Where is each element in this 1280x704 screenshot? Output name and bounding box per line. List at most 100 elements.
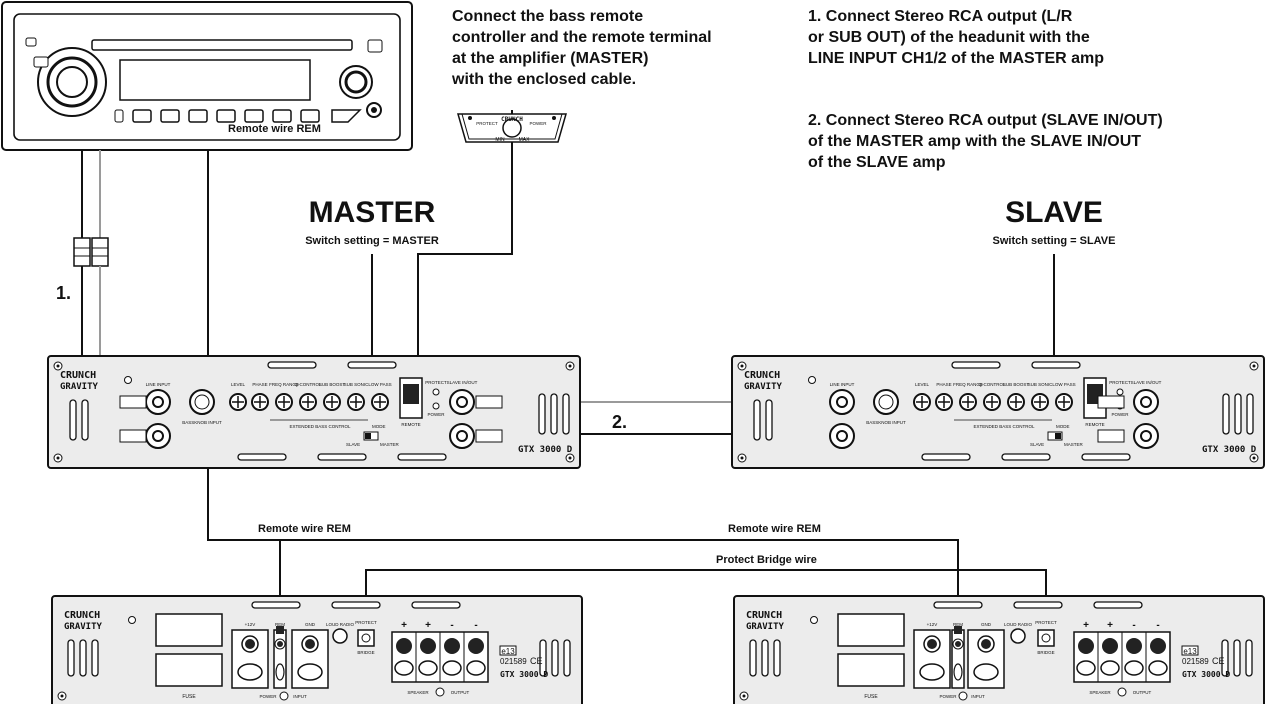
remote-wire-label-top: Remote wire REM [228, 123, 321, 135]
svg-text:POWER: POWER [939, 694, 957, 699]
svg-text:Q-CONTROL: Q-CONTROL [979, 382, 1006, 387]
svg-text:e13: e13 [501, 647, 515, 656]
step2-instructions: 2. Connect Stereo RCA output (SLAVE IN/O… [808, 112, 1167, 171]
preset-buttons [114, 109, 362, 123]
svg-text:Q-CONTROL: Q-CONTROL [295, 382, 322, 387]
svg-text:MASTER: MASTER [1064, 442, 1084, 447]
svg-text:PROTECT: PROTECT [1035, 620, 1057, 625]
volume-knob-icon [37, 47, 107, 117]
svg-text:OUTPUT: OUTPUT [451, 690, 470, 695]
remote-max-label: MAX [519, 137, 531, 143]
svg-text:+: + [401, 620, 407, 631]
slave-fuse-block: FUSE [837, 613, 905, 700]
loud-radio-knob: LOUD RADIO [326, 622, 355, 644]
protect-bridge-label: Protect Bridge wire [716, 554, 817, 566]
svg-text:SLAVE: SLAVE [346, 442, 360, 447]
slave-amp-front: CRUNCH GRAVITY LINE INPUT BASSKNOB INPUT… [731, 355, 1265, 469]
svg-text:LINE INPUT: LINE INPUT [830, 382, 855, 387]
svg-text:e13: e13 [1183, 647, 1197, 656]
svg-text:LOW PASS: LOW PASS [1052, 382, 1075, 387]
remote-wire-label-left: Remote wire REM [258, 523, 351, 535]
svg-text:SPEAKER: SPEAKER [407, 690, 429, 695]
svg-text:CRUNCH: CRUNCH [746, 610, 782, 621]
svg-text:SLAVE: SLAVE [1030, 442, 1044, 447]
slave-line-input-jacks [829, 389, 855, 449]
svg-text:BRIDGE: BRIDGE [357, 650, 374, 655]
svg-text:PHASE: PHASE [252, 382, 267, 387]
extended-bass-label: EXTENDED BASS CONTROL [289, 424, 351, 429]
svg-text:POWER: POWER [1111, 412, 1129, 417]
svg-text:EXTENDED BASS CONTROL: EXTENDED BASS CONTROL [973, 424, 1035, 429]
svg-text:GRAVITY: GRAVITY [746, 622, 785, 632]
svg-text:+: + [425, 620, 431, 631]
slave-bass-knob-input [873, 389, 899, 415]
svg-text:OUTPUT: OUTPUT [1133, 690, 1152, 695]
svg-text:LEVEL: LEVEL [231, 382, 246, 387]
slave-power-terminals: +12V REM GND POWER INPUT [913, 622, 1005, 701]
svg-text:REMOTE: REMOTE [1085, 422, 1104, 427]
svg-text:021589: 021589 [1182, 657, 1209, 666]
svg-text:SLAVE IN/OUT: SLAVE IN/OUT [1131, 380, 1162, 385]
power-led-label: POWER [427, 412, 445, 417]
head-unit [1, 1, 413, 151]
master-amp-rear: CRUNCH GRAVITY FUSE +12V REM GND [51, 595, 583, 704]
svg-text:GRAVITY: GRAVITY [744, 382, 783, 392]
protect-bridge-terminal: PROTECT BRIDGE [355, 620, 377, 655]
remote-brand: CRUNCH [501, 116, 523, 123]
svg-text:BRIDGE: BRIDGE [1037, 650, 1054, 655]
svg-text:-: - [1132, 620, 1135, 631]
svg-text:LEVEL: LEVEL [915, 382, 930, 387]
svg-text:PROTECT: PROTECT [355, 620, 377, 625]
remote-wire-label-right: Remote wire REM [728, 523, 821, 535]
svg-text:FUSE: FUSE [864, 694, 878, 700]
svg-text:-: - [450, 620, 453, 631]
bass-remote-cable [417, 110, 513, 370]
remote-min-label: MIN [495, 137, 505, 143]
svg-text:FREQ RANGE: FREQ RANGE [953, 382, 983, 387]
svg-text:MODE: MODE [1056, 424, 1070, 429]
bass-input-label: BASSKNOB INPUT [182, 420, 222, 425]
remote-instructions: Connect the bass remote controller and t… [451, 8, 716, 88]
svg-text:SPEAKER: SPEAKER [1089, 690, 1111, 695]
svg-text:SUB BOOST: SUB BOOST [319, 382, 346, 387]
svg-text:CRUNCH: CRUNCH [744, 370, 780, 381]
svg-text:+: + [1107, 620, 1113, 631]
amp-brand-sub: GRAVITY [60, 382, 99, 392]
remote-power-label: POWER [529, 121, 547, 126]
svg-text:+12V: +12V [245, 622, 256, 627]
slave-protect-bridge-terminal: PROTECT BRIDGE [1035, 620, 1057, 655]
amp-brand: CRUNCH [60, 370, 96, 381]
svg-text:REM: REM [953, 622, 963, 627]
svg-text:FREQ RANGE: FREQ RANGE [269, 382, 299, 387]
bass-knob-input [189, 389, 215, 415]
slave-in-out-jacks-slave [1133, 389, 1159, 449]
remote-port [399, 377, 423, 419]
svg-text:GND: GND [981, 622, 992, 627]
svg-text:BASSKNOB INPUT: BASSKNOB INPUT [866, 420, 906, 425]
svg-text:INPUT: INPUT [293, 694, 307, 699]
step-marker-1: 1. [56, 283, 71, 303]
cert-label: e13 021589 CE [499, 645, 543, 666]
slave-switch-label: Switch setting = SLAVE [993, 235, 1116, 247]
svg-text:GTX 3000 D: GTX 3000 D [1182, 670, 1230, 679]
step-marker-2: 2. [612, 412, 627, 432]
svg-text:SUB SONIC: SUB SONIC [344, 382, 370, 387]
amp-model: GTX 3000 D [518, 445, 573, 455]
svg-text:LOW PASS: LOW PASS [368, 382, 391, 387]
fuse-block: FUSE [155, 613, 223, 700]
svg-text:INPUT: INPUT [971, 694, 985, 699]
master-switch-label: Switch setting = MASTER [305, 235, 439, 247]
line-input-label: LINE INPUT [146, 382, 171, 387]
svg-text:SUB BOOST: SUB BOOST [1003, 382, 1030, 387]
slave-mode-switch: MODE SLAVE MASTER [1030, 424, 1084, 447]
svg-text:GTX 3000 D: GTX 3000 D [1202, 445, 1257, 455]
svg-text:GND: GND [305, 622, 316, 627]
svg-text:+12V: +12V [927, 622, 938, 627]
svg-text:LOUD RADIO: LOUD RADIO [326, 622, 355, 627]
svg-text:MODE: MODE [372, 424, 386, 429]
svg-text:GRAVITY: GRAVITY [64, 622, 103, 632]
svg-text:-: - [474, 620, 477, 631]
svg-text:CE: CE [1212, 656, 1225, 666]
svg-text:021589: 021589 [500, 657, 527, 666]
slave-cert-label: e13 021589 CE [1181, 645, 1225, 666]
